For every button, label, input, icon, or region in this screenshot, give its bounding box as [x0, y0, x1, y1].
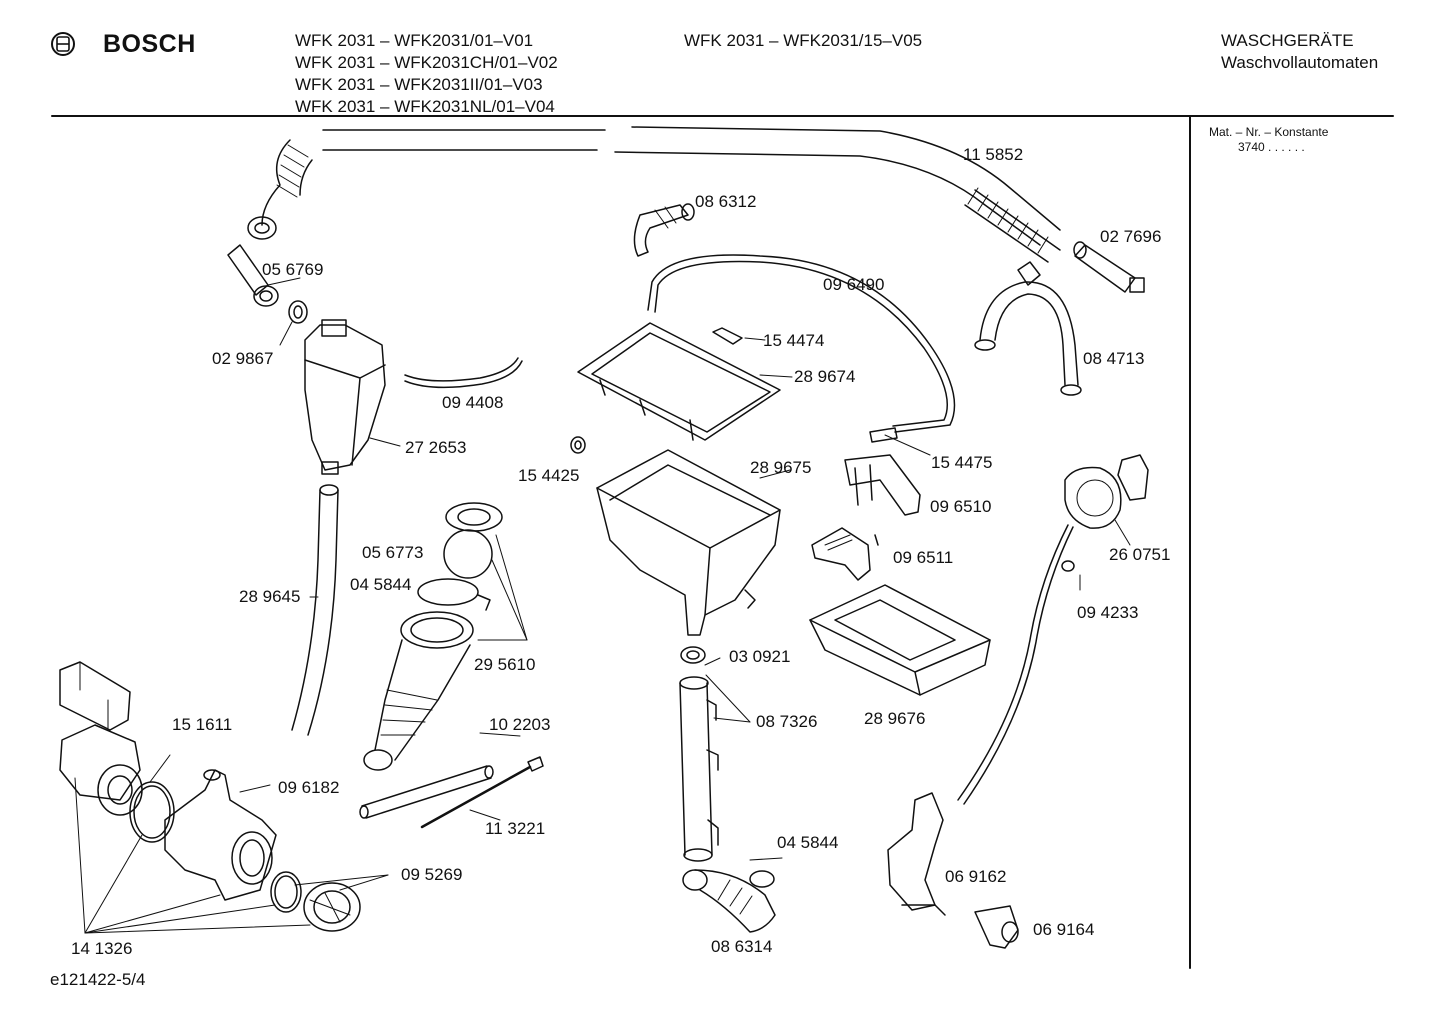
part-label: 10 2203 — [489, 715, 551, 734]
category-line: Waschvollautomaten — [1221, 53, 1379, 72]
detergent-drawer — [809, 584, 991, 696]
part-label: 11 5852 — [963, 145, 1024, 164]
part-label: 28 9645 — [239, 587, 301, 606]
air-chamber — [304, 319, 401, 475]
part-label: 08 4713 — [1083, 349, 1145, 368]
part-label: 26 0751 — [1109, 545, 1171, 564]
vertical-drain-pipe — [679, 646, 751, 862]
part-label: 05 6773 — [362, 543, 424, 562]
pressure-hose — [957, 524, 1081, 805]
part-label: 09 4408 — [442, 393, 504, 412]
part-label: 15 4425 — [518, 466, 580, 485]
part-label: 15 4474 — [763, 331, 825, 350]
lower-bellows — [682, 857, 783, 933]
valve-bracket — [844, 454, 921, 516]
bosch-logo-icon — [51, 32, 75, 56]
dispenser-lid — [577, 322, 793, 441]
part-label: 08 6314 — [711, 937, 773, 956]
mat-nr-value: 3740 . . . . . . — [1238, 140, 1305, 154]
dispenser-housing — [596, 449, 791, 636]
part-label: 02 9867 — [212, 349, 274, 368]
hose-bracket — [974, 261, 1082, 396]
part-label: 09 6490 — [823, 275, 885, 294]
part-label: 14 1326 — [71, 939, 133, 958]
model-line: WFK 2031 – WFK2031NL/01–V04 — [295, 97, 555, 116]
part-label: 03 0921 — [729, 647, 791, 666]
small-hose — [404, 357, 523, 389]
part-label: 09 6510 — [930, 497, 992, 516]
part-label: 04 5844 — [350, 575, 412, 594]
top-elbow-hose — [633, 203, 695, 257]
small-fitting — [570, 436, 586, 454]
part-label: 09 6182 — [278, 778, 340, 797]
sump-bellows — [363, 502, 528, 771]
model-line: WFK 2031 – WFK2031/15–V05 — [684, 31, 923, 50]
part-label: 09 5269 — [401, 865, 463, 884]
part-label: 08 6312 — [695, 192, 757, 211]
part-label: 05 6769 — [262, 260, 324, 279]
mounting-bracket — [887, 792, 946, 916]
document-id: e121422-5/4 — [50, 970, 146, 989]
valve-part — [811, 527, 879, 581]
category-line: WASCHGERÄTE — [1221, 31, 1354, 50]
part-label: 02 7696 — [1100, 227, 1162, 246]
pressure-switch — [1064, 454, 1149, 546]
hose-clip — [974, 905, 1019, 949]
part-label: 09 6511 — [893, 548, 954, 567]
part-label: 29 5610 — [474, 655, 536, 674]
part-label: 04 5844 — [777, 833, 839, 852]
hose-and-cable — [359, 732, 544, 829]
model-line: WFK 2031 – WFK2031/01–V01 — [295, 31, 534, 50]
vertical-hose — [291, 484, 339, 736]
model-line: WFK 2031 – WFK2031CH/01–V02 — [295, 53, 558, 72]
part-label: 06 9164 — [1033, 920, 1095, 939]
part-label: 28 9675 — [750, 458, 812, 477]
mat-nr-label: Mat. – Nr. – Konstante — [1209, 125, 1329, 139]
part-label: 15 1611 — [172, 715, 233, 734]
thin-hose — [647, 254, 956, 433]
category: WASCHGERÄTE Waschvollautomaten — [1221, 30, 1378, 74]
sealing-ring — [279, 300, 308, 346]
model-list-1: WFK 2031 – WFK2031/01–V01 WFK 2031 – WFK… — [295, 30, 558, 118]
model-list-2: WFK 2031 – WFK2031/15–V05 — [684, 30, 922, 52]
elbow-connector — [227, 244, 301, 307]
part-label: 06 9162 — [945, 867, 1007, 886]
brand-name: BOSCH — [103, 30, 196, 58]
hose-connector — [869, 427, 931, 456]
part-label: 08 7326 — [756, 712, 818, 731]
frame-lines — [51, 115, 1394, 969]
model-line: WFK 2031 – WFK2031II/01–V03 — [295, 75, 543, 94]
part-label: 28 9674 — [794, 367, 856, 386]
part-label: 15 4475 — [931, 453, 993, 472]
part-label: 09 4233 — [1077, 603, 1139, 622]
part-label: 11 3221 — [485, 819, 546, 838]
part-label: 27 2653 — [405, 438, 467, 457]
drain-hose — [247, 126, 1061, 263]
drain-pump-assembly — [59, 661, 389, 934]
part-label: 28 9676 — [864, 709, 926, 728]
drain-plug — [1073, 241, 1145, 293]
